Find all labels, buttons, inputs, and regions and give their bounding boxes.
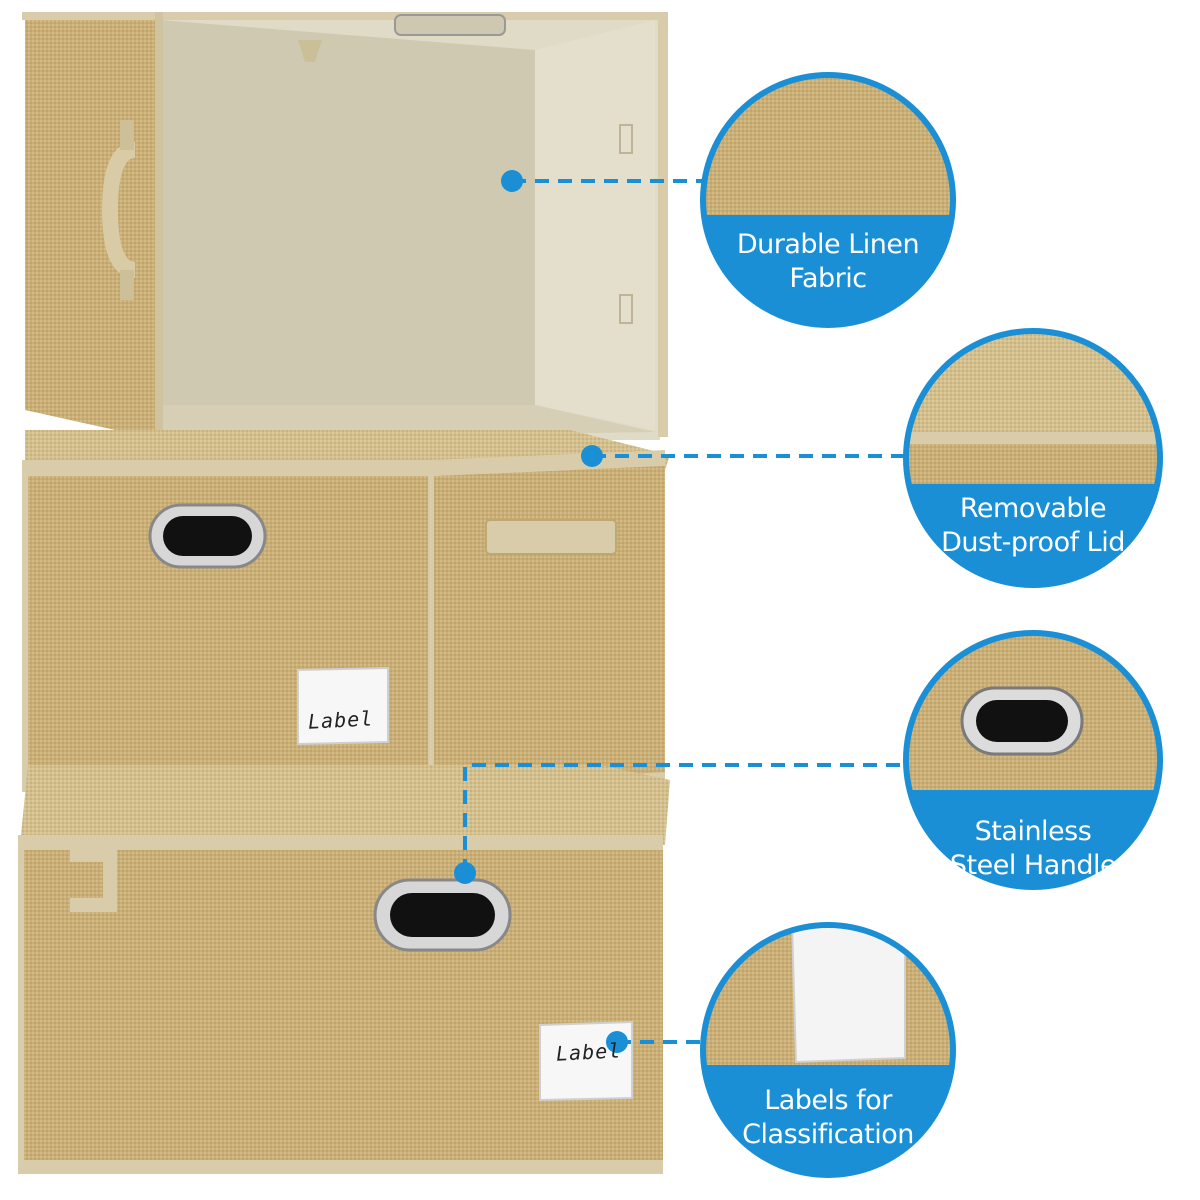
caption-fabric-line2: Fabric xyxy=(789,263,867,294)
box-label-text-middle: Label xyxy=(307,706,374,734)
caption-lid-line1: Removable xyxy=(959,493,1107,524)
open-storage-box xyxy=(22,12,668,442)
caption-label-line1: Labels for xyxy=(764,1085,892,1116)
caption-handle-line1: Stainless xyxy=(974,816,1092,847)
connector-lines xyxy=(463,179,910,1044)
caption-label-line2: Classification xyxy=(742,1119,914,1150)
bottom-storage-box xyxy=(18,765,670,1174)
feature-circle-fabric xyxy=(700,72,956,328)
caption-handle-line2: Steel Handle xyxy=(949,850,1117,881)
caption-lid: Removable Dust-proof Lid xyxy=(888,492,1178,560)
box-label-text-bottom: Label xyxy=(555,1038,622,1066)
caption-fabric-line1: Durable Linen xyxy=(736,229,920,260)
feature-circle-lid xyxy=(903,328,1163,588)
middle-storage-box xyxy=(22,430,670,815)
caption-label: Labels for Classification xyxy=(683,1084,973,1152)
label-card-middle xyxy=(297,666,389,746)
feature-circle-handle xyxy=(903,630,1163,890)
connector-dots xyxy=(454,170,628,1053)
caption-fabric: Durable Linen Fabric xyxy=(683,228,973,296)
caption-handle: Stainless Steel Handle xyxy=(888,815,1178,883)
caption-lid-line2: Dust-proof Lid xyxy=(941,527,1125,558)
